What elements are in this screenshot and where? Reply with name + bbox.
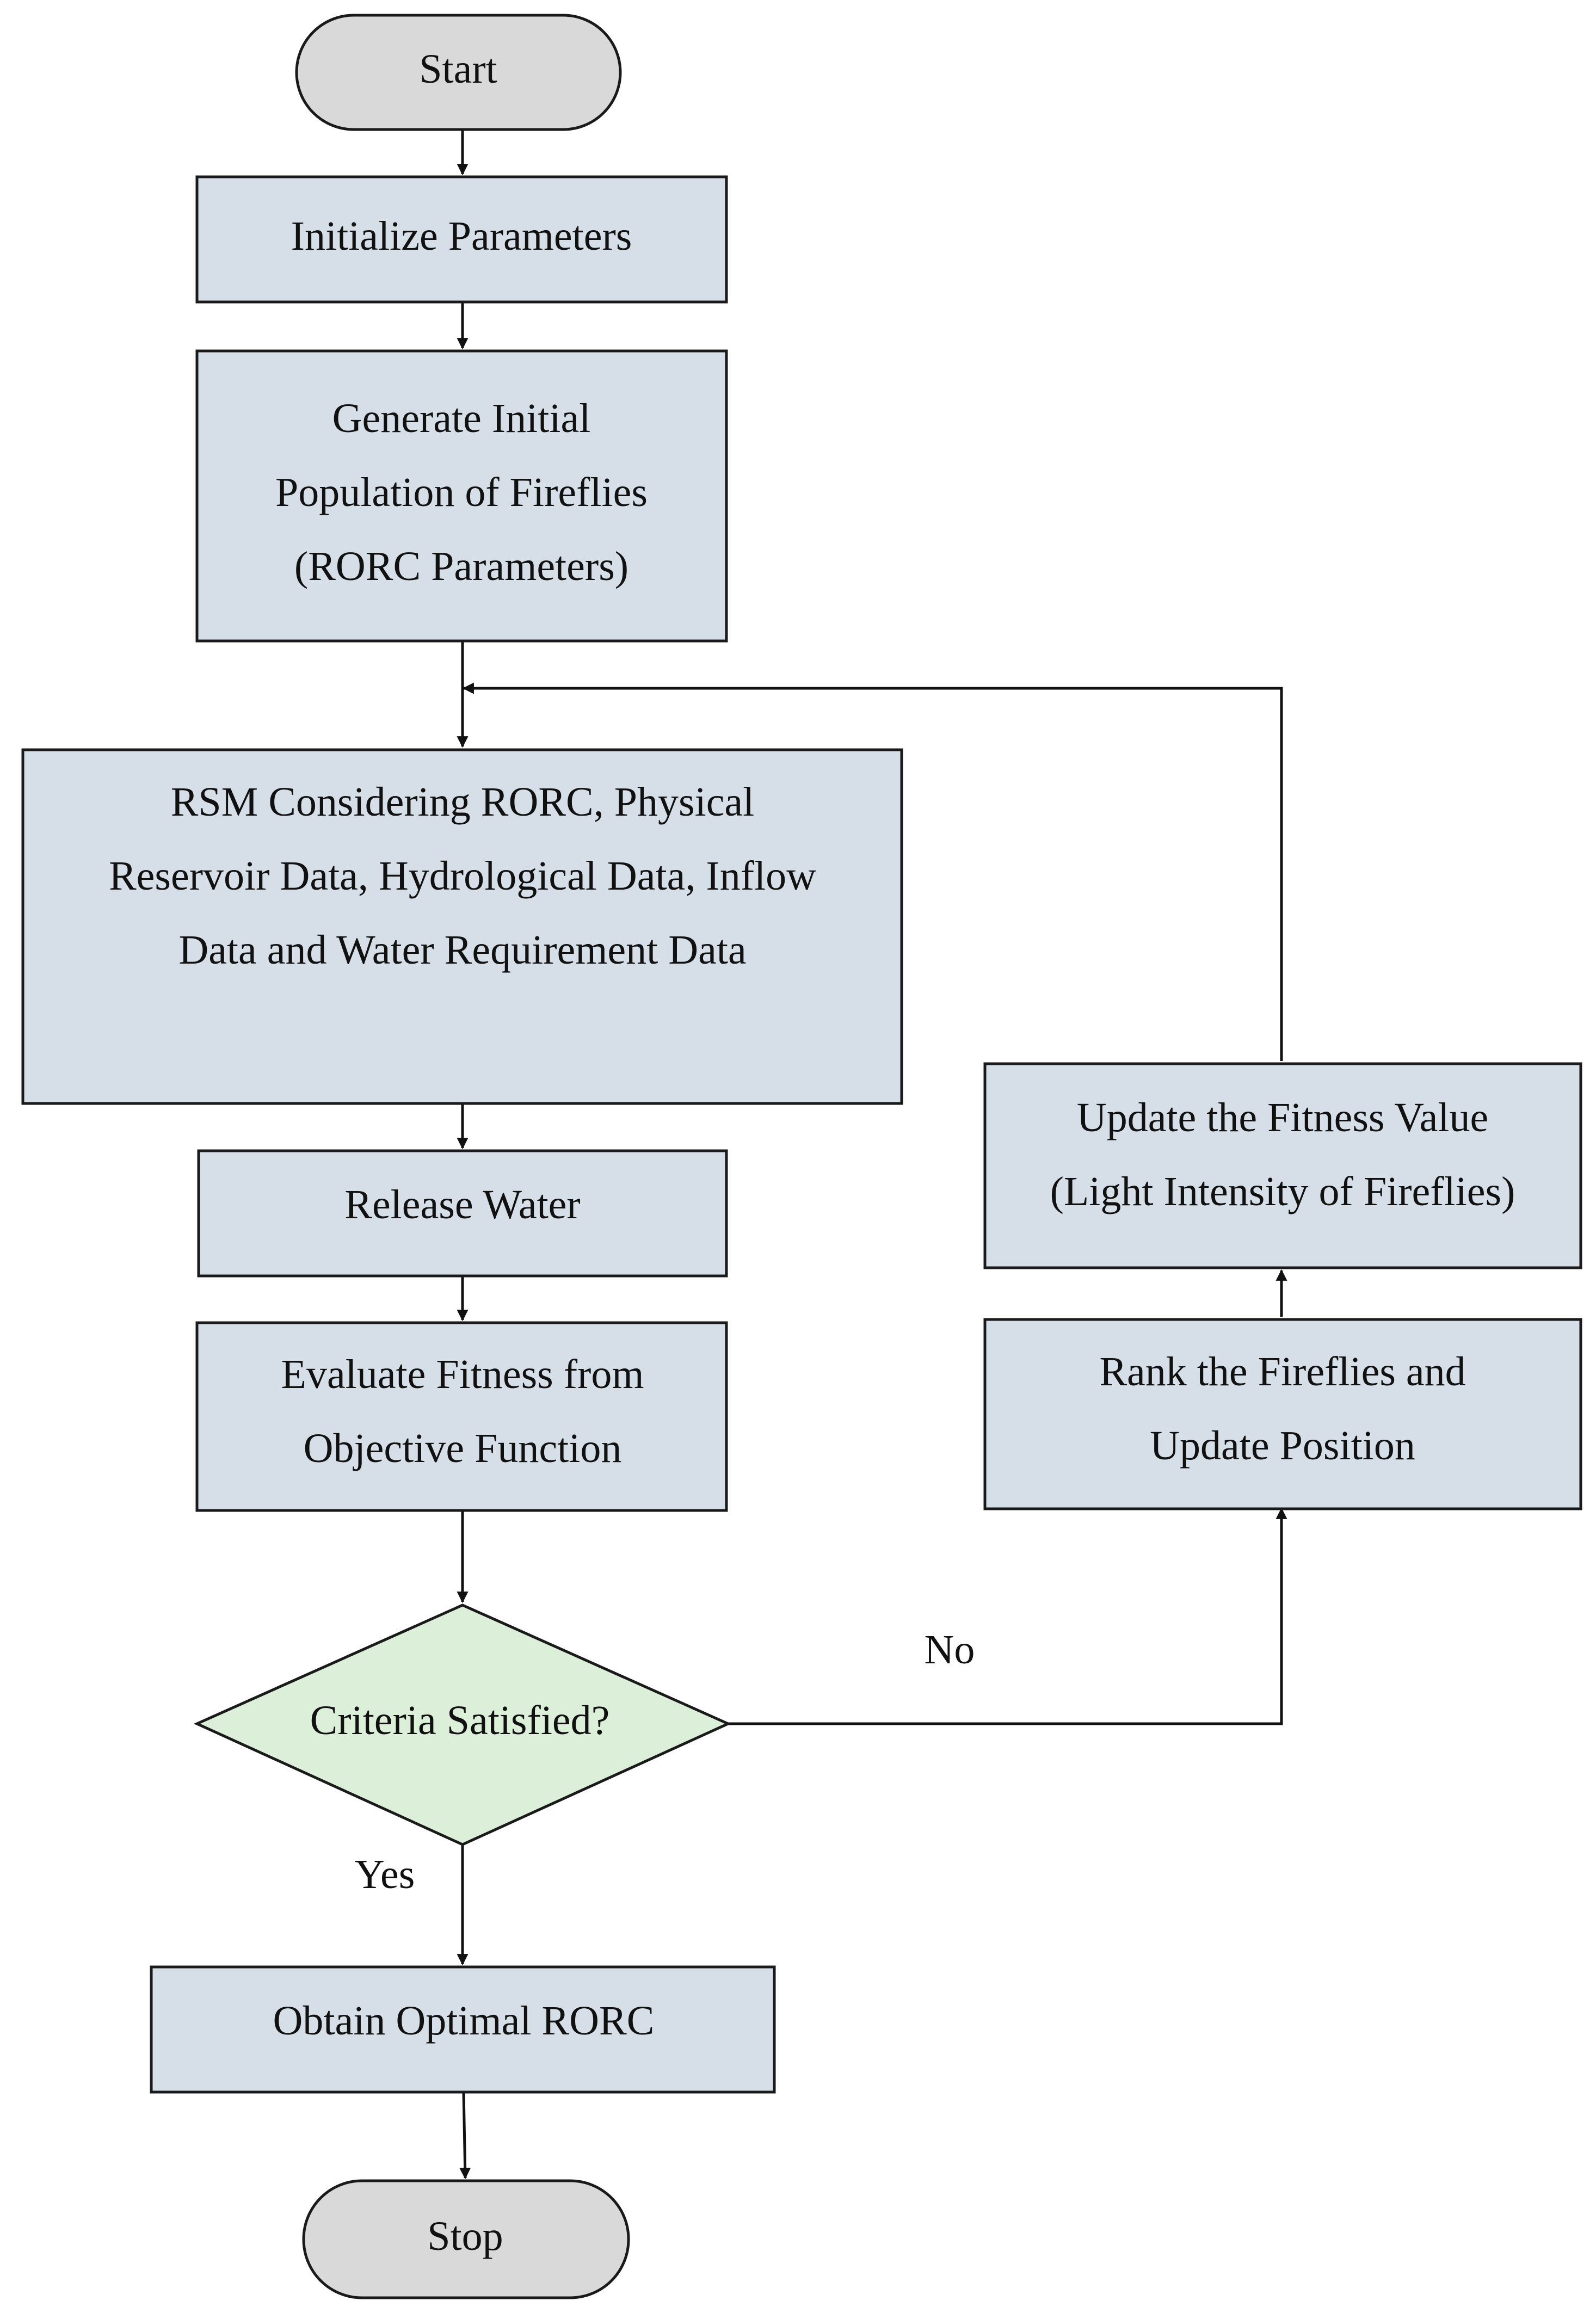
node-criteria: Criteria Satisfied? [193,1603,732,1846]
node-init: Initialize Parameters [195,175,728,304]
node-update-label: Update the Fitness Value (Light Intensity… [1050,1095,1515,1214]
edge-optimal-to-stop [459,2092,471,2180]
process-shape [21,748,903,1105]
node-optimal: Obtain Optimal RORC [150,1965,776,2094]
process-shape [195,349,728,643]
node-optimal-label: Obtain Optimal RORC [273,1998,655,2044]
generate-label-line: Generate Initial [332,396,591,441]
terminal-shape [302,2179,630,2299]
node-update: Update the Fitness Value (Light Intensity… [983,1062,1582,1269]
generate-label-line: (RORC Parameters) [294,544,628,589]
release-label-line: Release Water [344,1182,580,1228]
evaluate-label-line: Evaluate Fitness from [281,1352,644,1397]
optimal-label-line: Obtain Optimal RORC [273,1998,655,2044]
node-release: Release Water [197,1149,728,1278]
process-shape [983,1062,1582,1269]
generate-label-line: Population of Fireflies [275,470,648,515]
node-release-label: Release Water [344,1182,580,1228]
process-shape [195,175,728,304]
node-start: Start [295,14,622,131]
edge-label-yes: Yes [355,1852,415,1897]
process-shape [197,1149,728,1278]
criteria-label-line: Criteria Satisfied? [310,1698,610,1743]
rsm-label-line: Reservoir Data, Hydrological Data, Inflo… [109,853,816,899]
edge-label-no: No [925,1627,975,1673]
process-shape [150,1965,776,2094]
update-label-line: (Light Intensity of Fireflies) [1050,1169,1515,1214]
init-label-line: Initialize Parameters [291,213,632,259]
process-shape [983,1318,1582,1510]
node-criteria-label: Criteria Satisfied? [310,1698,610,1743]
edges [457,129,1287,2180]
decision-shape [193,1603,732,1846]
node-start-label: Start [419,46,497,92]
process-shape [195,1321,728,1512]
rank-label-line: Update Position [1150,1423,1415,1469]
node-stop: Stop [302,2179,630,2299]
node-stop-label: Stop [427,2213,503,2259]
edge-criteria-no-to-rank [728,1507,1287,1725]
node-init-label: Initialize Parameters [291,213,632,259]
terminal-shape [295,14,622,131]
rank-label-line: Rank the Fireflies and [1099,1349,1465,1395]
update-label-line: Update the Fitness Value [1077,1095,1488,1140]
rsm-label-line: RSM Considering RORC, Physical [171,779,755,825]
edge-update-loop-back [462,682,1283,1061]
stop-label-line: Stop [427,2213,503,2259]
evaluate-label-line: Objective Function [304,1426,622,1471]
start-label-line: Start [419,46,497,92]
rsm-label-line: Data and Water Requirement Data [178,927,746,973]
